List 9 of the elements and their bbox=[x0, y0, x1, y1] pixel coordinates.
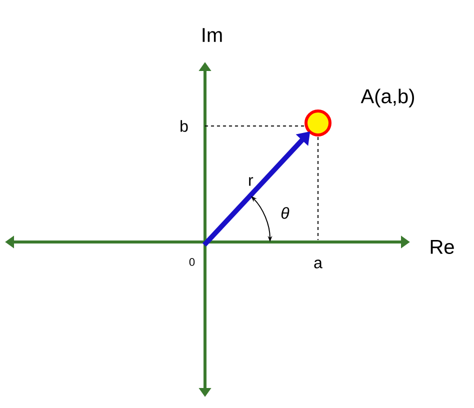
origin-label: 0 bbox=[189, 258, 195, 266]
axis-label: b bbox=[180, 120, 188, 132]
point-marker bbox=[304, 110, 332, 136]
axis-label: Im bbox=[202, 28, 222, 42]
point-label: A(a,b) bbox=[360, 88, 414, 108]
axis-label: θ bbox=[281, 207, 290, 219]
axis-label: Re bbox=[430, 240, 454, 254]
axis-label: a bbox=[314, 260, 322, 268]
edge-label: r bbox=[249, 177, 254, 186]
